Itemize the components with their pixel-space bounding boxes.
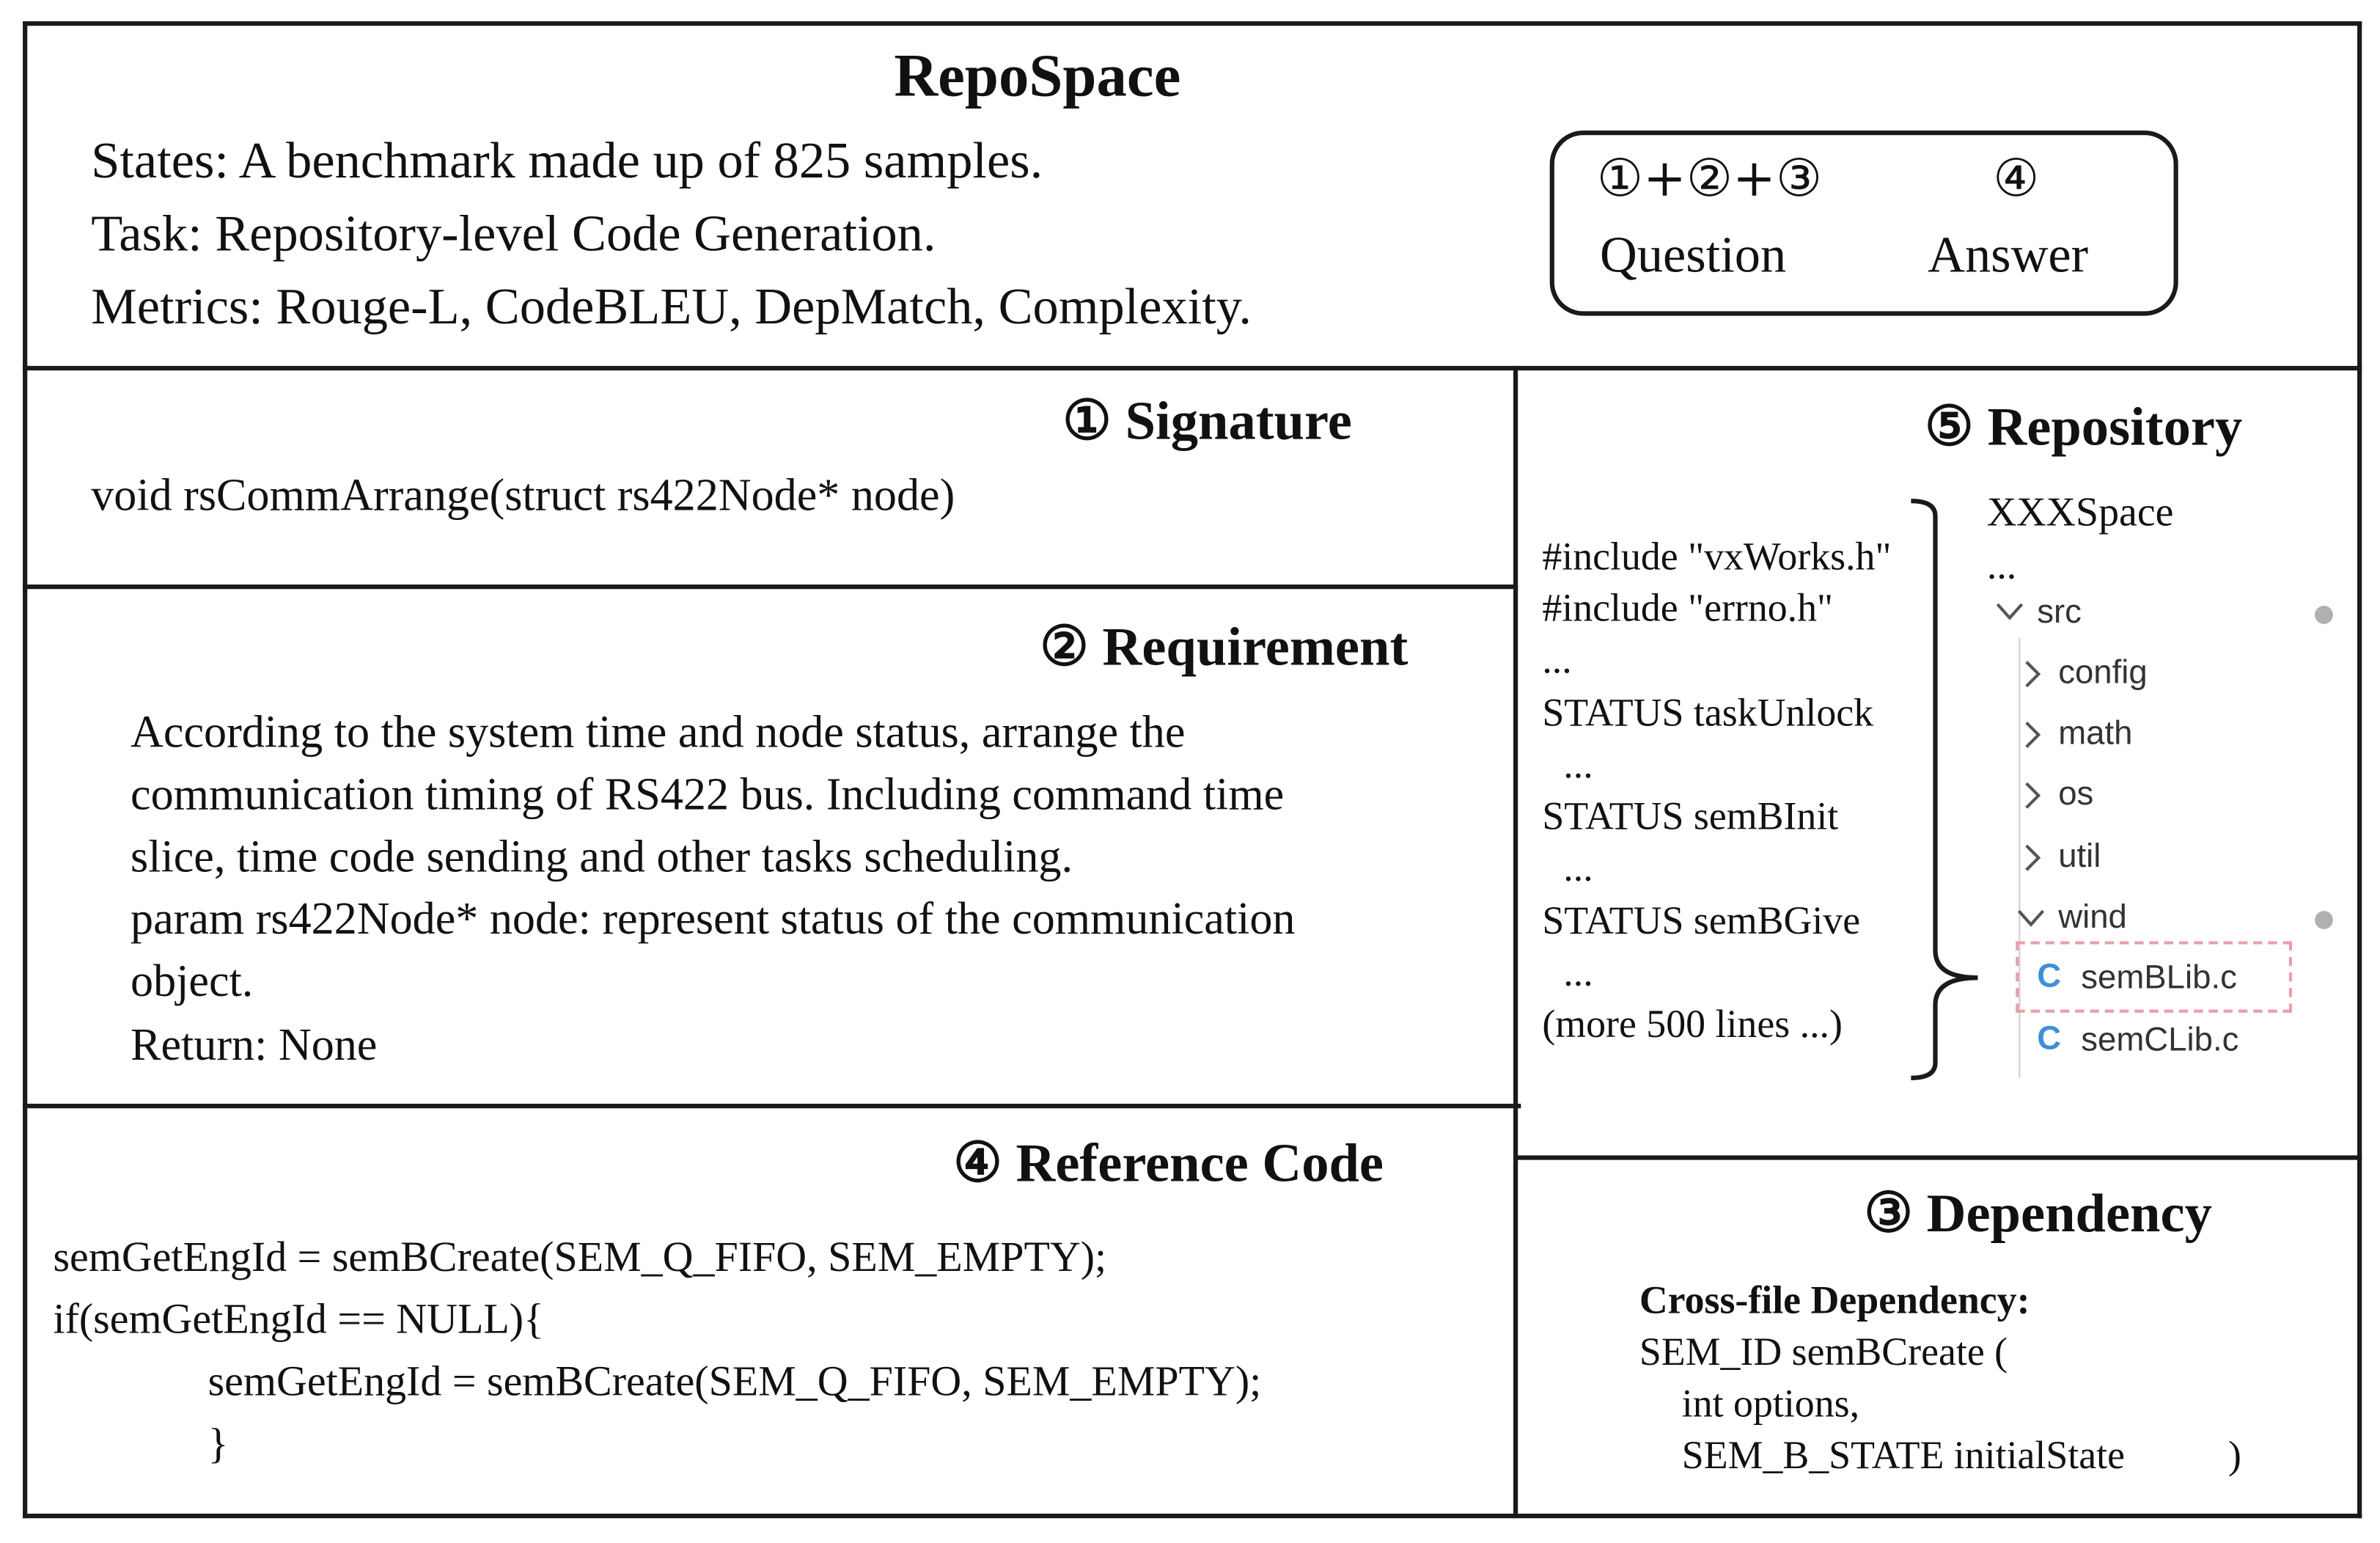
chevron-right-icon[interactable] xyxy=(2022,659,2043,689)
chevron-right-icon[interactable] xyxy=(2022,780,2043,810)
tree-file-semblib[interactable]: semBLib.c xyxy=(2081,958,2237,997)
signature-text: void rsCommArrange(struct rs422Node* nod… xyxy=(91,470,955,521)
chevron-right-icon[interactable] xyxy=(2022,719,2043,749)
reference-line-3: semGetEngId = semBCreate(SEM_Q_FIFO, SEM… xyxy=(207,1358,1262,1407)
repo-code-line-2: #include "errno.h" xyxy=(1542,586,1834,631)
requirement-divider xyxy=(23,1104,1521,1109)
signature-divider xyxy=(23,584,1518,590)
tree-folder-config[interactable]: config xyxy=(2058,653,2148,691)
reference-title: ④ Reference Code xyxy=(953,1132,1384,1194)
outer-border-top xyxy=(23,21,2362,26)
header-states: States: A benchmark made up of 825 sampl… xyxy=(91,133,1043,190)
requirement-line-4: param rs422Node* node: represent status … xyxy=(131,894,1296,945)
dependency-title: ③ Dependency xyxy=(1864,1182,2212,1244)
dependency-line-2: int options, xyxy=(1681,1381,1860,1426)
repo-code-line-4: STATUS taskUnlock xyxy=(1542,690,1874,735)
requirement-line-6: Return: None xyxy=(131,1020,378,1071)
c-file-icon: C xyxy=(2037,956,2062,994)
tree-folder-wind[interactable]: wind xyxy=(2058,897,2127,936)
reference-line-2: if(semGetEngId == NULL){ xyxy=(53,1296,544,1344)
repository-title: ⑤ Repository xyxy=(1925,396,2243,458)
tree-folder-math[interactable]: math xyxy=(2058,713,2133,752)
legend-answer-label: Answer xyxy=(1928,227,2089,285)
tree-file-semclib[interactable]: semCLib.c xyxy=(2081,1020,2239,1058)
tree-ellipsis: ... xyxy=(1986,543,2017,588)
requirement-line-1: According to the system time and node st… xyxy=(131,707,1186,758)
chevron-down-icon[interactable] xyxy=(2016,908,2046,929)
dependency-line-3: SEM_B_STATE initialState xyxy=(1681,1433,2126,1478)
requirement-line-3: slice, time code sending and other tasks… xyxy=(131,832,1073,882)
header-task: Task: Repository-level Code Generation. xyxy=(91,206,936,263)
legend-box xyxy=(1549,131,2178,316)
modified-dot-icon xyxy=(2315,911,2333,929)
signature-title: ① Signature xyxy=(1062,390,1352,451)
legend-question-symbols: ①+②+③ xyxy=(1596,148,1823,210)
repo-code-line-7: ... xyxy=(1563,846,1593,890)
c-file-icon: C xyxy=(2037,1019,2062,1057)
tree-folder-util[interactable]: util xyxy=(2058,836,2101,875)
outer-border-left xyxy=(23,21,28,1519)
reference-line-4: } xyxy=(207,1421,229,1468)
legend-question-label: Question xyxy=(1599,227,1787,285)
modified-dot-icon xyxy=(2315,606,2333,624)
repo-code-line-9: ... xyxy=(1563,950,1593,994)
repo-code-line-3: ... xyxy=(1542,637,1572,682)
requirement-line-2: communication timing of RS422 bus. Inclu… xyxy=(131,769,1285,820)
repo-code-line-5: ... xyxy=(1563,742,1593,787)
repository-divider xyxy=(1513,1155,2362,1160)
outer-border-right xyxy=(2357,21,2362,1519)
repo-code-line-6: STATUS semBInit xyxy=(1542,794,1839,838)
requirement-line-5: object. xyxy=(131,956,254,1007)
highlight-box xyxy=(2016,941,2293,1013)
tree-folder-os[interactable]: os xyxy=(2058,774,2094,813)
reference-line-1: semGetEngId = semBCreate(SEM_Q_FIFO, SEM… xyxy=(53,1234,1107,1282)
legend-answer-symbol: ④ xyxy=(1993,148,2040,210)
chevron-right-icon[interactable] xyxy=(2022,843,2043,873)
dependency-line-4: ) xyxy=(2228,1433,2242,1478)
header-metrics: Metrics: Rouge-L, CodeBLEU, DepMatch, Co… xyxy=(91,279,1252,336)
repo-code-line-8: STATUS semBGive xyxy=(1542,898,1861,943)
chevron-down-icon[interactable] xyxy=(1994,601,2024,623)
outer-border-bottom xyxy=(23,1513,2362,1519)
tree-indent-line xyxy=(2019,637,2021,1078)
repo-brace xyxy=(1911,499,1978,1080)
repo-code-line-10: (more 500 lines ...) xyxy=(1542,1002,1843,1047)
requirement-title: ② Requirement xyxy=(1040,616,1408,678)
dependency-heading: Cross-file Dependency: xyxy=(1639,1278,2030,1323)
header-divider xyxy=(23,365,2362,371)
tree-root: XXXSpace xyxy=(1986,488,2174,535)
tree-folder-src[interactable]: src xyxy=(2037,592,2082,631)
repo-code-line-1: #include "vxWorks.h" xyxy=(1542,534,1892,579)
dependency-line-1: SEM_ID semBCreate ( xyxy=(1639,1330,2008,1374)
page-title: RepoSpace xyxy=(894,40,1181,110)
center-divider xyxy=(1513,365,1518,1519)
